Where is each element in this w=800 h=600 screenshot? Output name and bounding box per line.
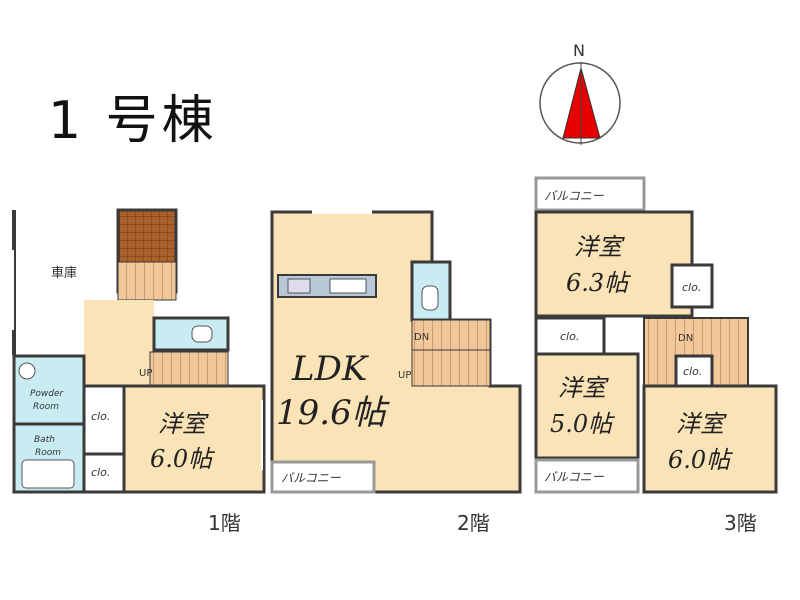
floor-3-closet-b-label: clo.: [560, 330, 579, 343]
floor-2-up-label: UP: [398, 370, 411, 381]
floor-2-label: 2階: [457, 511, 490, 535]
floor-3-room-a: [534, 210, 694, 318]
floor-2-stairs-lower: [411, 349, 491, 387]
floor-3-balcony-bottom-label: バルコニー: [544, 470, 605, 484]
floor-1-plan: 車庫 UP Powder Room Bath Room clo. clo. 洋室…: [12, 208, 266, 535]
floor-3-closet-a: [670, 263, 714, 309]
floor-3-room-b-size: 5.0帖: [550, 410, 615, 438]
floor-1-room-name: 洋室: [158, 410, 209, 438]
floor-1-closet-b-label: clo.: [91, 466, 110, 479]
floor-3-room-c: [642, 384, 778, 494]
floor-2-balcony: [270, 460, 376, 494]
compass: N: [539, 41, 621, 145]
floor-3-dn-label: DN: [678, 333, 693, 344]
floor-3-room-b-name: 洋室: [558, 374, 609, 402]
floor-3-balcony-top-label: バルコニー: [544, 189, 605, 203]
floor-3-room-b: [534, 352, 640, 460]
building-title: 1 号棟: [48, 91, 218, 151]
floor-3-balcony-top: [534, 176, 646, 212]
floor-3-closet-c-label: clo.: [683, 365, 702, 378]
floor-3-closet-c: [674, 354, 714, 388]
floor-1-room-size: 6.0帖: [150, 445, 215, 473]
floor-2-balcony-label: バルコニー: [281, 471, 342, 485]
floor-1-stairs-upper: [117, 261, 177, 301]
floor-1-up-label: UP: [139, 368, 152, 379]
floor-3-room-c-size: 6.0帖: [668, 446, 733, 474]
floor-3-plan: バルコニー 洋室 6.3帖 clo. clo. DN clo. 洋室 5.0帖 …: [534, 176, 778, 535]
floor-1-label: 1階: [208, 511, 241, 535]
floor-2-dn-label: DN: [414, 332, 429, 343]
floor-3-room-a-name: 洋室: [574, 233, 625, 261]
floor-2-plan: DN UP LDK 19.6帖 バルコニー 2階: [270, 210, 522, 535]
floor-3-label: 3階: [724, 511, 757, 535]
floor-3-room-a-size: 6.3帖: [566, 269, 631, 297]
ldk-size: 19.6帖: [276, 393, 391, 433]
compass-north-label: N: [573, 41, 585, 60]
floor-3-closet-b: [534, 316, 606, 356]
floor-3-closet-a-label: clo.: [682, 281, 701, 294]
ldk-label: LDK: [291, 349, 370, 389]
powder-room-label-1: Powder: [30, 389, 65, 399]
floor-2-stairs-upper: [411, 319, 491, 351]
floor-1-hall: [84, 300, 154, 385]
floor-1-closet-a-label: clo.: [91, 410, 110, 423]
powder-room-label-2: Room: [33, 402, 59, 412]
floor-1-toilet: [152, 316, 230, 352]
bath-room-label-1: Bath: [34, 435, 55, 445]
floor-1-stairs-lower: [149, 351, 229, 387]
floor-3-balcony-bottom: [534, 458, 640, 494]
floor-3-room-c-name: 洋室: [676, 410, 727, 438]
bath-room-label-2: Room: [35, 448, 61, 458]
floor-1-western-room: [122, 384, 266, 494]
garage-label: 車庫: [51, 266, 77, 281]
